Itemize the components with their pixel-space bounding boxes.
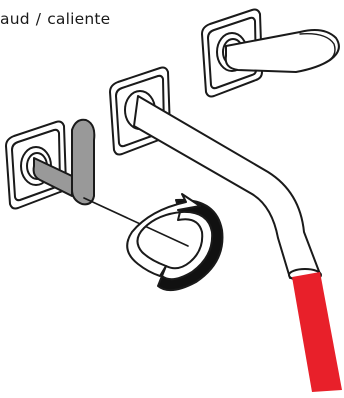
caption-text-b: caliente [47,10,111,28]
lower-valve [5,118,96,210]
rotation-axis [83,197,189,247]
spout-pipe [133,95,322,282]
arrow-head [126,193,201,277]
caption-text-a: aud [0,10,30,28]
temperature-caption: aud / caliente [0,10,110,28]
lower-handle-stem [32,157,73,197]
rotate-arrow-icon [126,193,224,292]
upper-valve [201,8,340,98]
lower-lever-handle [71,118,96,206]
upper-escutcheon-inner [207,16,257,90]
water-stream [292,272,342,392]
spout-body [133,95,321,279]
caption-separator: / [35,10,42,28]
upper-lever-edge [299,33,336,63]
